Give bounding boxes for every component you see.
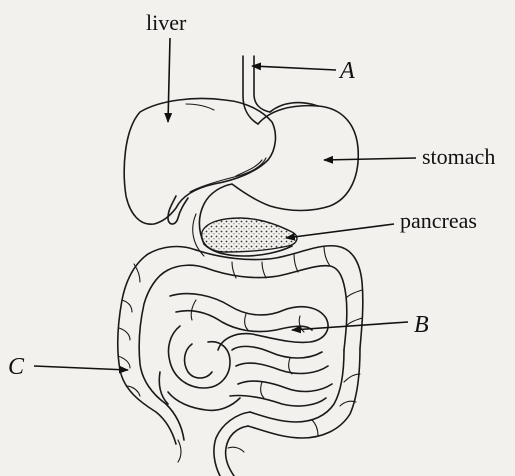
arrow-c: [34, 366, 128, 370]
arrow-liver: [168, 38, 170, 122]
pancreas-organ: [202, 218, 297, 252]
arrow-a: [252, 66, 336, 70]
label-pancreas: pancreas: [400, 208, 477, 233]
label-stomach-group: stomach: [324, 144, 495, 169]
label-b: B: [414, 312, 429, 338]
small-intestine: [159, 294, 332, 411]
label-liver: liver: [146, 10, 187, 35]
label-a-group: A: [252, 58, 355, 84]
label-c: C: [8, 354, 25, 380]
label-c-group: C: [8, 354, 128, 380]
arrow-stomach: [324, 158, 416, 160]
label-a: A: [338, 58, 355, 84]
liver-organ: [124, 99, 275, 225]
label-stomach: stomach: [422, 144, 495, 169]
large-intestine: [118, 246, 363, 476]
label-pancreas-group: pancreas: [286, 208, 477, 238]
label-liver-group: liver: [146, 10, 187, 122]
arrow-pancreas: [286, 224, 394, 238]
